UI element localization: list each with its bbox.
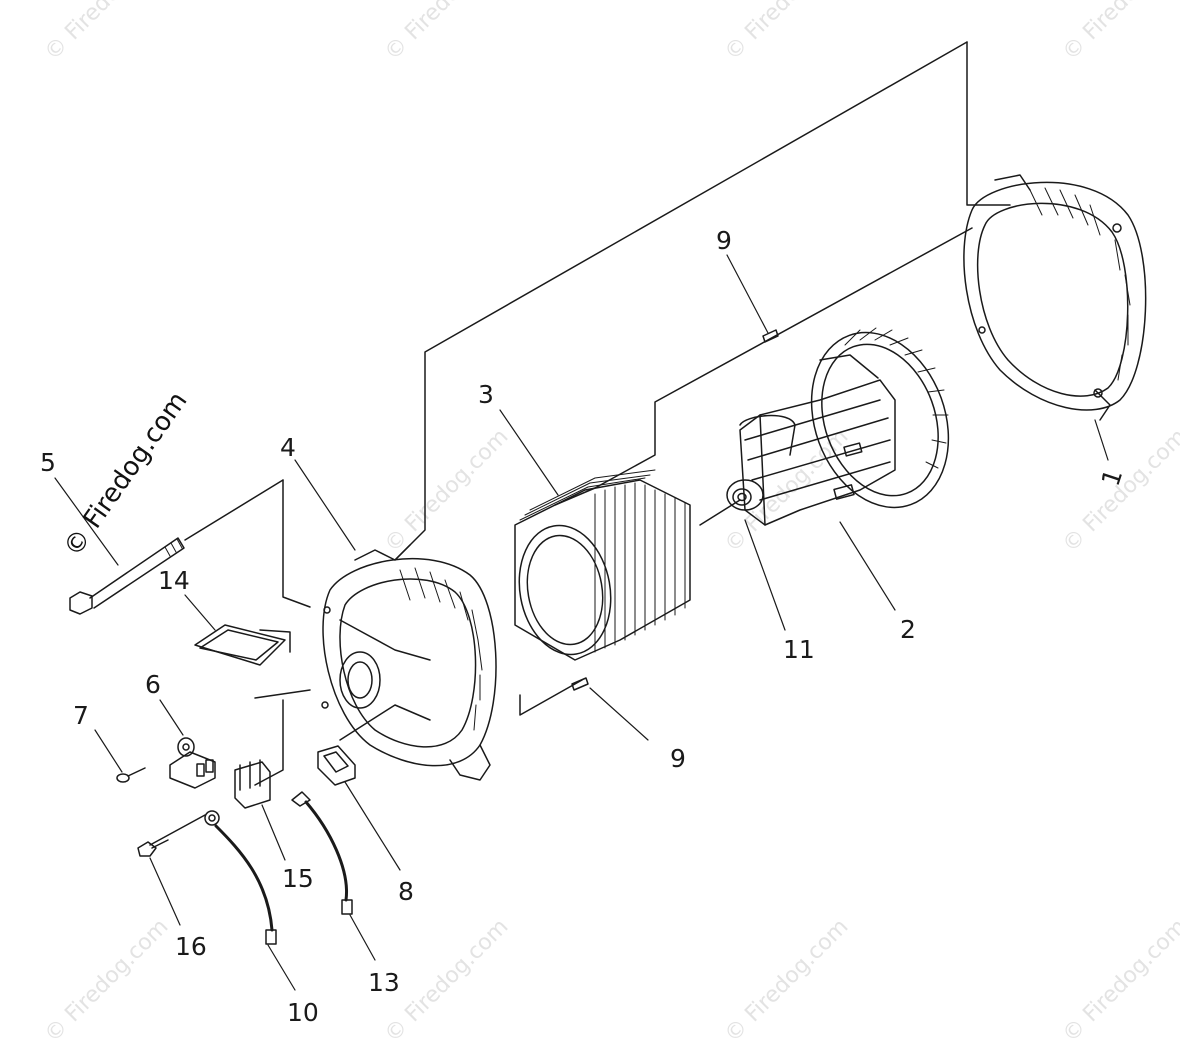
part-screw-small — [116, 767, 146, 783]
callout-10: 10 — [287, 998, 319, 1027]
assembly-guide-lines — [149, 41, 1011, 846]
callout-5: 5 — [40, 448, 56, 477]
part-brush-holder — [169, 737, 216, 789]
part-pin-lower — [571, 677, 589, 691]
callout-6: 6 — [145, 670, 161, 699]
part-pin-upper — [762, 329, 779, 343]
callout-13: 13 — [368, 968, 400, 997]
leader-lines — [54, 254, 1109, 991]
callout-7: 7 — [73, 701, 89, 730]
part-bracket — [317, 745, 356, 786]
part-lead-wire-13 — [291, 791, 353, 915]
callout-3: 3 — [478, 380, 494, 409]
part-pad — [194, 624, 291, 666]
part-bolt — [69, 537, 185, 615]
part-front-housing — [321, 544, 497, 781]
callout-16: 16 — [175, 932, 207, 961]
callout-9-lower: 9 — [670, 744, 686, 773]
part-stator — [514, 469, 691, 661]
callout-4: 4 — [280, 433, 296, 462]
part-rotor — [726, 327, 950, 526]
callout-14: 14 — [158, 566, 190, 595]
part-end-housing — [963, 174, 1147, 421]
callout-8: 8 — [398, 877, 414, 906]
callout-15: 15 — [282, 864, 314, 893]
part-lead-wire-10 — [204, 810, 277, 945]
part-screw-16 — [137, 839, 169, 857]
callout-11: 11 — [783, 635, 815, 664]
part-connector-block — [234, 759, 271, 809]
callout-2: 2 — [900, 615, 916, 644]
callout-9-upper: 9 — [716, 226, 732, 255]
